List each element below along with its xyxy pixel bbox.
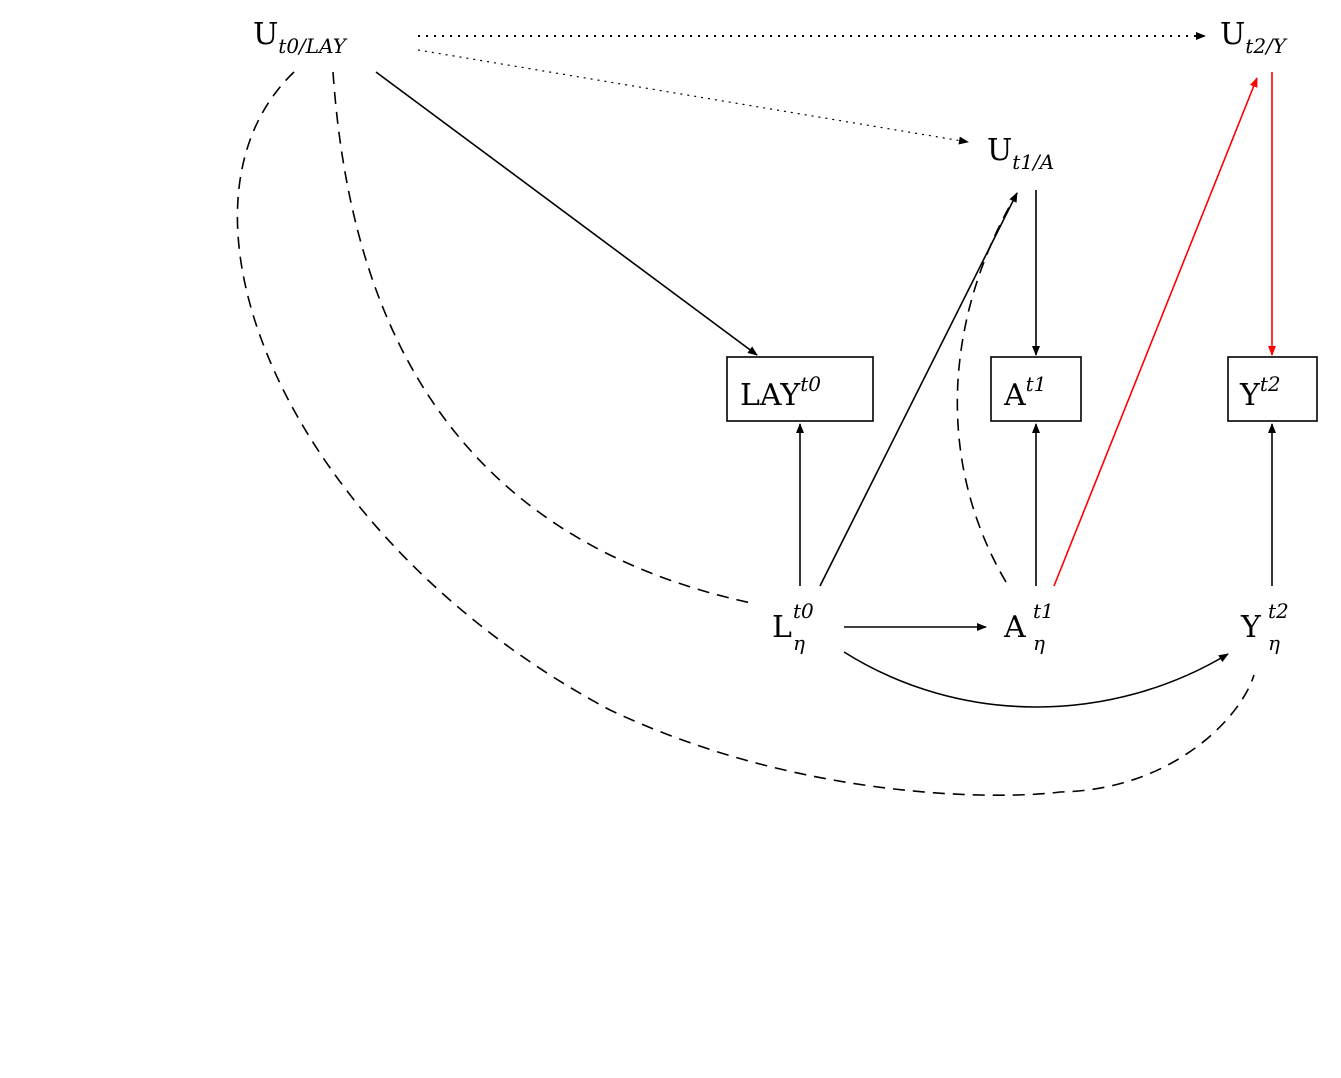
lay-box-frame — [726, 356, 874, 422]
node-u-t2: Ut2/Y — [1220, 17, 1288, 58]
node-u-t0: Ut0/LAY — [253, 17, 348, 58]
node-a-eta-sub: η — [1033, 631, 1045, 655]
edge-u-t0-to-lay-box — [375, 71, 758, 356]
edge-a-eta-to-u-t2 — [1053, 77, 1258, 587]
node-l-eta-sub: η — [793, 631, 805, 655]
a-box-frame — [990, 356, 1082, 422]
edge-l-eta-to-y-eta — [843, 651, 1229, 708]
node-l-eta: L — [772, 610, 792, 645]
edge-u-t0-to-u-t1 — [417, 49, 969, 145]
node-lay-box: LAYt0 — [740, 372, 821, 413]
node-a-eta: A — [1003, 610, 1026, 645]
y-box-frame — [1227, 356, 1318, 422]
node-y-eta: Y — [1240, 610, 1262, 645]
node-l-eta-sup: t0 — [793, 599, 814, 623]
node-y-eta-sup: t2 — [1268, 599, 1289, 623]
edge-a-eta-u-t1-dashed — [956, 199, 1014, 583]
edge-l-eta-to-u-t1 — [819, 192, 1018, 587]
node-a-eta-sup: t1 — [1033, 599, 1054, 623]
edge-u-t0-y-eta-dashed — [236, 71, 1255, 797]
node-y-eta-sub: η — [1268, 631, 1280, 655]
node-a-box: At1 — [1003, 372, 1046, 413]
node-u-t1: Ut1/A — [987, 133, 1054, 174]
node-y-box: Yt2 — [1239, 372, 1281, 413]
edge-u-t0-l-eta-dashed — [332, 71, 757, 605]
